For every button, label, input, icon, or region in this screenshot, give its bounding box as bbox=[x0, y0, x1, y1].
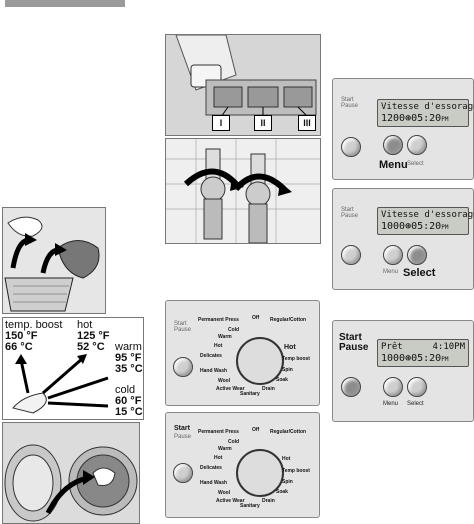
dial-label-warm: Warm bbox=[218, 334, 232, 340]
menu-button-3[interactable] bbox=[383, 377, 403, 397]
dial-label-drain: Drain bbox=[262, 386, 275, 392]
laundry-basket-illustration bbox=[2, 207, 106, 314]
hot-label: hot bbox=[77, 319, 93, 331]
dial-label-off: Off bbox=[252, 315, 260, 321]
dial-label-sanitary: Sanitary bbox=[240, 503, 260, 509]
dial-label-sanitary: Sanitary bbox=[240, 391, 260, 397]
dial-label-off: Off bbox=[252, 427, 260, 433]
lcd-line-1: Vitesse d'essorage bbox=[381, 210, 474, 220]
warm-f: 95 °F bbox=[115, 352, 142, 364]
dial-label-hand-wash: Hand Wash bbox=[200, 368, 228, 374]
temp-boost-label: temp. boost bbox=[5, 319, 63, 331]
compartment-2-label: II bbox=[254, 115, 272, 131]
detergent-dispenser-illustration: I II III bbox=[165, 34, 321, 136]
warm-label: warm bbox=[115, 341, 142, 353]
select-button-2[interactable] bbox=[407, 245, 427, 265]
cold-label: cold bbox=[115, 384, 136, 396]
cold-c: 15 °C bbox=[115, 406, 143, 418]
dial-label-regular-cotton: Regular/Cotton bbox=[270, 317, 307, 323]
dial-label-temp-boost: Temp boost bbox=[282, 468, 310, 474]
dial-label-permanent-press: Permanent Press bbox=[198, 317, 239, 323]
dial-label-wool: Wool bbox=[218, 490, 231, 496]
header-bar bbox=[5, 0, 125, 7]
laundry-basket-icon bbox=[4, 216, 100, 312]
temperature-guide: temp. boost 150 °F 66 °C hot 125 °F 52 °… bbox=[2, 317, 144, 420]
start-pause-button-lower[interactable] bbox=[173, 463, 193, 483]
select-button-3[interactable] bbox=[407, 377, 427, 397]
dial-label-wool: Wool bbox=[218, 378, 231, 384]
compartment-3-label: III bbox=[298, 115, 316, 131]
lcd-line-2: 1200⊛05:20PM bbox=[381, 113, 449, 124]
lcd-line-2: 1000⊛05:20PM bbox=[381, 353, 449, 364]
menu-button-2[interactable] bbox=[383, 245, 403, 265]
water-tap-icon bbox=[166, 139, 320, 243]
cold-f: 60 °F bbox=[115, 395, 142, 407]
dial-label-spin: Spin bbox=[282, 479, 293, 485]
select-label: Select bbox=[407, 161, 424, 167]
water-tap-illustration bbox=[165, 138, 321, 244]
dial-label-regular-cotton: Regular/Cotton bbox=[270, 429, 307, 435]
compartment-1-label: I bbox=[212, 115, 230, 131]
dial-label-cold: Cold bbox=[228, 439, 240, 445]
dial-label-delicates: Delicates bbox=[200, 465, 222, 471]
dial-label-active-wear: Active Wear bbox=[216, 386, 245, 392]
dial-label-delicates: Delicates bbox=[200, 353, 222, 359]
dial-label-temp-boost: Temp boost bbox=[282, 356, 310, 362]
select-label-3: Select bbox=[407, 401, 424, 407]
select-button[interactable] bbox=[407, 135, 427, 155]
lcd-display: Vitesse d'essorage 1200⊛05:20PM bbox=[377, 99, 474, 127]
select-label-2: Select bbox=[403, 267, 436, 279]
temp-boost-c: 66 °C bbox=[5, 341, 33, 353]
hot-c: 52 °C bbox=[77, 341, 105, 353]
temp-boost-f: 150 °F bbox=[5, 330, 38, 342]
program-dial-lower[interactable] bbox=[236, 449, 284, 497]
dial-label-cold: Cold bbox=[228, 327, 240, 333]
start-pause-button-2[interactable] bbox=[341, 245, 361, 265]
menu-button[interactable] bbox=[383, 135, 403, 155]
program-dial-upper[interactable] bbox=[236, 337, 284, 385]
dial-label-warm: Warm bbox=[218, 446, 232, 452]
washer-door-illustration bbox=[2, 422, 140, 524]
dial-label-hot-2: Hot bbox=[282, 456, 291, 462]
start-pause-button-3[interactable] bbox=[341, 377, 361, 397]
start-pause-button-upper[interactable] bbox=[173, 357, 193, 377]
dial-label-permanent-press: Permanent Press bbox=[198, 429, 239, 435]
arrow-icon bbox=[12, 354, 109, 414]
dial-label-hot: Hot bbox=[214, 343, 223, 349]
detergent-dispenser-icon bbox=[166, 35, 320, 135]
dial-label-drain: Drain bbox=[262, 498, 275, 504]
dial-label-soak: Soak bbox=[276, 489, 288, 495]
dial-label-spin: Spin bbox=[282, 367, 293, 373]
hot-f: 125 °F bbox=[77, 330, 110, 342]
warm-c: 35 °C bbox=[115, 363, 143, 375]
menu-label-3: Menu bbox=[383, 401, 399, 407]
dial-label-active-wear: Active Wear bbox=[216, 498, 245, 504]
lcd-display-2: Vitesse d'essorage 1000⊛05:20PM bbox=[377, 207, 474, 235]
lcd-line-2: 1000⊛05:20PM bbox=[381, 221, 449, 232]
dial-label-hot-2: Hot bbox=[284, 344, 296, 351]
dial-label-soak: Soak bbox=[276, 377, 288, 383]
menu-label-2: Menu bbox=[383, 269, 399, 275]
dial-label-hot: Hot bbox=[214, 455, 223, 461]
washer-door-icon bbox=[3, 423, 139, 523]
lcd-line-1: Vitesse d'essorage bbox=[381, 102, 474, 112]
start-pause-button[interactable] bbox=[341, 137, 361, 157]
menu-label: Menu bbox=[379, 159, 408, 171]
dial-label-hand-wash: Hand Wash bbox=[200, 480, 228, 486]
